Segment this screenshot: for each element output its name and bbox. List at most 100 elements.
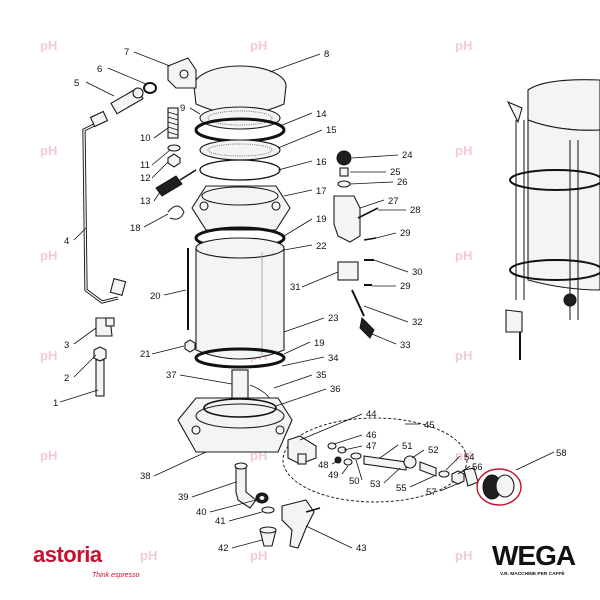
label-24: 24 bbox=[402, 150, 413, 161]
label-5: 5 bbox=[74, 78, 79, 89]
watermark: pH bbox=[40, 38, 57, 53]
label-36: 36 bbox=[330, 384, 341, 395]
label-1: 1 bbox=[53, 398, 58, 409]
label-34: 34 bbox=[328, 353, 339, 364]
watermark: pH bbox=[140, 548, 157, 563]
filter-mesh-pattern bbox=[207, 110, 273, 126]
label-37: 37 bbox=[166, 370, 177, 381]
label-56: 56 bbox=[472, 462, 483, 473]
o-ring bbox=[143, 82, 157, 94]
inlet-fittings bbox=[93, 317, 115, 397]
bottom-fittings bbox=[234, 462, 321, 549]
level-pipe bbox=[82, 110, 127, 304]
flange-hole bbox=[271, 201, 281, 211]
nut bbox=[184, 339, 196, 353]
wega-tagline-text: MACCHINE PER CAFFÈ bbox=[510, 572, 565, 577]
label-47: 47 bbox=[366, 441, 377, 452]
installed-view bbox=[505, 79, 600, 360]
label-11: 11 bbox=[140, 160, 150, 171]
secondary-mesh-pattern bbox=[207, 143, 273, 157]
label-28: 28 bbox=[410, 205, 421, 216]
label-44: 44 bbox=[366, 409, 377, 420]
label-54: 54 bbox=[464, 452, 475, 463]
label-30: 30 bbox=[412, 267, 423, 278]
boiler-assembly bbox=[177, 65, 293, 453]
boiler-cylinder-top bbox=[195, 237, 285, 259]
wega-logo: WEGA bbox=[492, 540, 576, 571]
label-32: 32 bbox=[412, 317, 423, 328]
label-52: 52 bbox=[428, 445, 439, 456]
astoria-tagline: Think espresso bbox=[92, 572, 140, 579]
label-31: 31 bbox=[290, 282, 301, 293]
label-33: 33 bbox=[400, 340, 411, 351]
label-19: 19 bbox=[316, 214, 327, 225]
label-21: 21 bbox=[140, 349, 151, 360]
watermark: pH bbox=[455, 143, 472, 158]
flange-hole bbox=[275, 425, 285, 435]
label-29b: 29 bbox=[400, 281, 411, 292]
label-7: 7 bbox=[124, 47, 129, 58]
flange-hole bbox=[191, 425, 201, 435]
valve-assembly bbox=[333, 150, 379, 339]
callouts: 1 2 3 4 5 6 7 8 9 10 11 12 13 14 15 16 1… bbox=[53, 47, 567, 554]
watermark: pH bbox=[40, 248, 57, 263]
watermark: pH bbox=[455, 248, 472, 263]
level-probe bbox=[155, 169, 197, 197]
watermark: pH bbox=[455, 38, 472, 53]
label-42: 42 bbox=[218, 543, 229, 554]
label-16: 16 bbox=[316, 157, 327, 168]
upper-ring bbox=[199, 159, 281, 181]
label-57: 57 bbox=[426, 487, 437, 498]
label-10: 10 bbox=[140, 133, 151, 144]
highlighted-part-58 bbox=[476, 468, 522, 506]
spring-clip bbox=[167, 205, 185, 220]
boiler-cylinder bbox=[195, 248, 285, 360]
label-40: 40 bbox=[196, 507, 207, 518]
label-12: 12 bbox=[140, 173, 151, 184]
watermark: pH bbox=[40, 348, 57, 363]
valve-group-outline bbox=[282, 417, 468, 503]
label-20: 20 bbox=[150, 291, 161, 302]
flange-hole bbox=[199, 201, 209, 211]
label-49: 49 bbox=[328, 470, 339, 481]
watermark: pH bbox=[250, 548, 267, 563]
fitting bbox=[110, 87, 144, 115]
label-9: 9 bbox=[180, 103, 185, 114]
gasket-ring-lower bbox=[194, 347, 286, 369]
watermark: pH bbox=[40, 448, 57, 463]
label-2: 2 bbox=[64, 373, 69, 384]
label-15: 15 bbox=[326, 125, 337, 136]
label-29: 29 bbox=[400, 228, 411, 239]
bracket-hole bbox=[179, 69, 189, 79]
label-43: 43 bbox=[356, 543, 367, 554]
label-26: 26 bbox=[397, 177, 408, 188]
label-19b: 19 bbox=[314, 338, 325, 349]
label-17: 17 bbox=[316, 186, 327, 197]
label-41: 41 bbox=[215, 516, 226, 527]
label-39: 39 bbox=[178, 492, 189, 503]
label-23: 23 bbox=[328, 313, 339, 324]
label-51: 51 bbox=[402, 441, 413, 452]
label-45: 45 bbox=[424, 420, 435, 431]
label-18: 18 bbox=[130, 223, 141, 234]
label-13: 13 bbox=[140, 196, 151, 207]
label-58: 58 bbox=[556, 448, 567, 459]
label-22: 22 bbox=[316, 241, 327, 252]
watermark: pH bbox=[40, 143, 57, 158]
label-3: 3 bbox=[64, 340, 69, 351]
label-27: 27 bbox=[388, 196, 399, 207]
base-flange-top bbox=[195, 403, 285, 429]
label-14: 14 bbox=[316, 109, 327, 120]
label-48: 48 bbox=[318, 460, 329, 471]
washer bbox=[167, 144, 181, 152]
flange-top bbox=[201, 186, 279, 206]
label-4: 4 bbox=[64, 236, 69, 247]
label-38: 38 bbox=[140, 471, 151, 482]
label-6: 6 bbox=[97, 64, 102, 75]
gasket-36 bbox=[203, 398, 277, 418]
label-53: 53 bbox=[370, 479, 381, 490]
astoria-logo: astoria bbox=[33, 542, 102, 567]
label-35: 35 bbox=[316, 370, 327, 381]
watermark: pH bbox=[455, 348, 472, 363]
